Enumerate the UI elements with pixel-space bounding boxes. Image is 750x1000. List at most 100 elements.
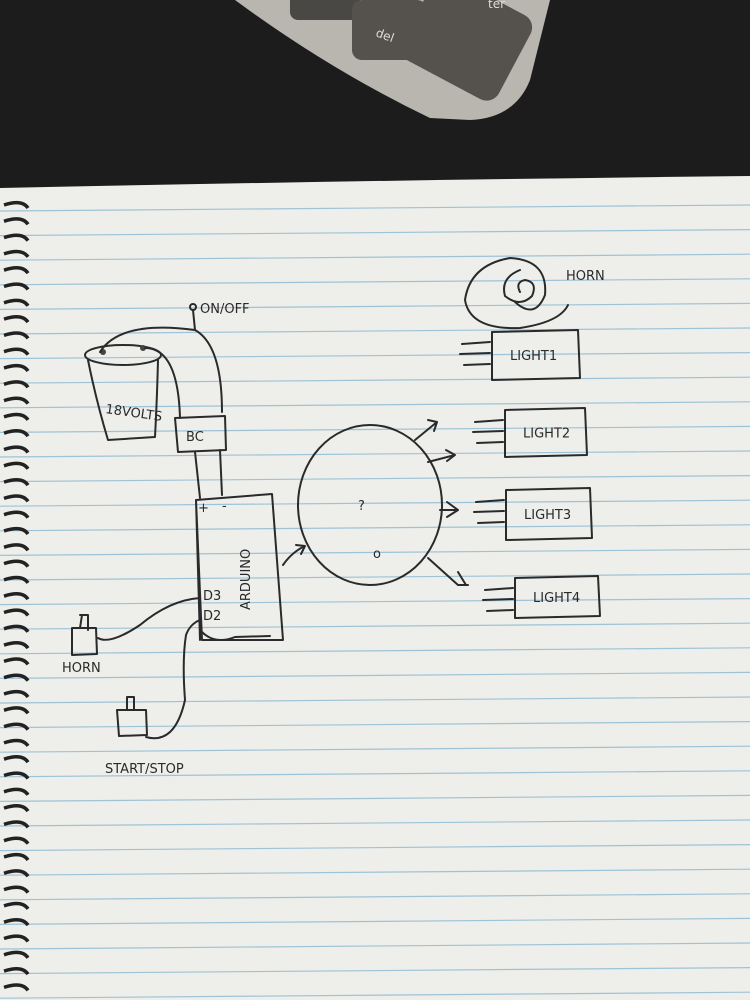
ruled-line: [0, 893, 750, 901]
spiral-ring: [3, 526, 30, 536]
spiral-ring: [3, 200, 30, 210]
spiral-ring: [3, 657, 30, 666]
spiral-ring: [3, 787, 30, 796]
converter-bc: BC: [174, 415, 227, 453]
spiral-ring: [3, 380, 30, 389]
spiral-ring: [3, 396, 30, 405]
wire: [145, 619, 201, 740]
spiral-ring: [3, 282, 30, 291]
ruled-line: [0, 524, 750, 532]
ruled-line: [0, 597, 750, 606]
keyboard-key: [290, 0, 360, 20]
spiral-ring: [3, 803, 30, 813]
ruled-line: [0, 229, 750, 237]
spiral-ring: [3, 575, 30, 585]
pin-d3: D3: [203, 589, 221, 604]
ruled-line: [0, 794, 750, 803]
spiral-ring: [3, 429, 30, 438]
pin-d2: D2: [203, 609, 221, 624]
spiral-ring: [3, 331, 30, 340]
spiral-ring: [3, 543, 30, 552]
arrow-to-light: [427, 557, 469, 586]
keyboard-key-enter: [400, 0, 533, 101]
converter-label: BC: [186, 430, 204, 445]
spiral-ring: [3, 722, 30, 731]
arrow-to-unknown: [282, 544, 306, 566]
ruled-line: [0, 868, 750, 876]
ruled-line: [0, 302, 750, 310]
start-stop-button: START/STOP: [105, 696, 184, 777]
spiral-ring: [3, 820, 30, 829]
spiral-ring: [3, 640, 30, 650]
light-label: LIGHT2: [523, 427, 570, 442]
horn-button-label: HORN: [62, 661, 101, 676]
pin-minus: -: [222, 499, 227, 514]
ruled-line: [0, 819, 750, 827]
spiral-ring: [3, 934, 30, 943]
spiral-ring: [3, 510, 30, 519]
spiral-ring: [3, 249, 30, 259]
ruled-line: [0, 499, 750, 507]
light-3: LIGHT3: [473, 487, 593, 541]
spiral-ring: [3, 738, 30, 748]
spiral-ring: [3, 494, 30, 503]
arrow-to-light: [439, 501, 459, 518]
spiral-ring: [3, 314, 30, 324]
spiral-ring: [3, 689, 30, 699]
ruled-line: [0, 770, 750, 778]
ruled-line: [0, 352, 750, 360]
ruled-line: [0, 376, 750, 384]
switch-label: ON/OFF: [200, 302, 250, 317]
ruled-lines: [0, 204, 750, 999]
ruled-line: [0, 843, 750, 852]
pin-plus: +: [198, 501, 209, 516]
spiral-ring: [3, 608, 30, 617]
horn-label: HORN: [566, 269, 605, 284]
wire: [97, 597, 201, 641]
spiral-ring: [3, 901, 30, 911]
spiral-ring: [3, 363, 30, 373]
notebook-page: [0, 176, 750, 1000]
ruled-line: [0, 450, 750, 458]
spiral-ring: [3, 233, 30, 242]
arrow-to-light: [414, 419, 438, 441]
ruled-line: [0, 745, 750, 753]
ruled-line: [0, 622, 750, 630]
spiral-ring: [3, 592, 30, 601]
spiral-ring: [3, 869, 30, 878]
unknown-sublabel: o: [373, 547, 381, 562]
spiral-ring: [3, 298, 30, 307]
ruled-line: [0, 696, 750, 704]
spiral-ring: [3, 673, 30, 682]
spiral-ring: [3, 624, 30, 633]
ruled-line: [0, 204, 750, 212]
ruled-line: [0, 548, 750, 557]
ruled-line: [0, 573, 750, 581]
key-label-del: del: [374, 26, 396, 45]
spiral-ring: [3, 852, 30, 862]
spiral-ring: [3, 966, 30, 976]
ruled-line: [0, 647, 750, 655]
horn-speaker: HORN: [464, 257, 605, 330]
wire: [201, 631, 271, 642]
ruled-line: [0, 917, 750, 926]
spiral-ring: [3, 885, 30, 894]
ruled-line: [0, 401, 750, 409]
spiral-ring: [3, 836, 30, 845]
spiral-ring: [3, 461, 30, 470]
spiral-ring: [3, 477, 30, 487]
spiral-ring: [3, 983, 30, 992]
ruled-line: [0, 425, 750, 433]
arduino-label: ARDUINO: [239, 549, 254, 610]
spiral-ring: [3, 706, 30, 715]
light-1: LIGHT1: [459, 329, 581, 381]
ruled-line: [0, 942, 750, 950]
spiral-ring: [3, 918, 30, 927]
spiral-ring: [3, 559, 30, 568]
light-label: LIGHT1: [510, 349, 557, 364]
ruled-line: [0, 253, 750, 261]
horn-button: HORN: [62, 614, 101, 676]
ruled-line: [0, 720, 750, 729]
start-stop-label: START/STOP: [105, 762, 184, 777]
